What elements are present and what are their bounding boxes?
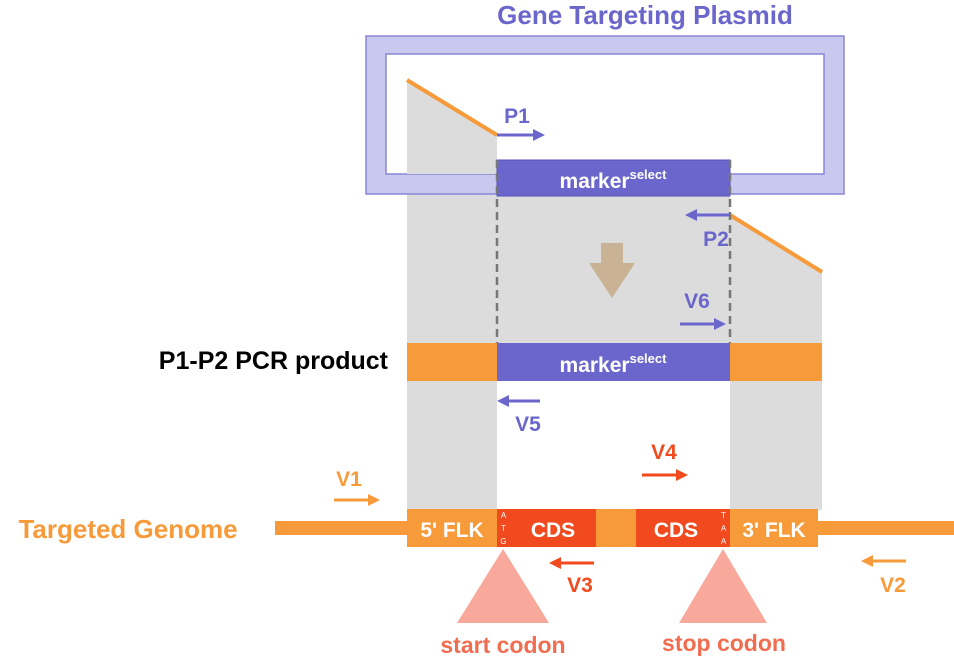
start-codon-triangle [457, 549, 549, 623]
primer-p1-label: P1 [504, 105, 530, 128]
pcr-product-label: P1-P2 PCR product [159, 347, 389, 375]
primer-v2-label: V2 [880, 574, 906, 597]
genome-flank5 [407, 509, 497, 547]
start-codon-label: start codon [440, 632, 565, 658]
primer-p1 [497, 129, 545, 141]
plasmid-arm-left [405, 78, 499, 137]
primer-v1 [334, 494, 380, 506]
plasmid-arm-right [728, 213, 824, 274]
start-codon-letter-1: A [501, 511, 507, 520]
stop-codon-letter-1: T [721, 511, 726, 520]
start-codon-letter-2: T [501, 524, 506, 533]
genome-cds-left [510, 509, 596, 547]
genome-flank5-label: 5' FLK [420, 519, 483, 542]
genome-line-right [818, 521, 954, 535]
start-codon-box [497, 509, 510, 547]
marker-base-text: marker [560, 170, 630, 193]
stop-codon-letter-2: A [721, 524, 727, 533]
marker-superscript-text: select [630, 167, 668, 182]
pcr-flank-right [730, 343, 822, 381]
pcr-marker-label: markerselect [560, 351, 668, 377]
pcr-marker-base-text: marker [560, 354, 630, 377]
stop-codon-letter-3: A [721, 537, 727, 546]
genome-line-left [275, 521, 407, 535]
genome-cds-right-label: CDS [654, 519, 698, 542]
genome-cds-right [636, 509, 717, 547]
stop-codon-label: stop codon [662, 630, 786, 656]
plasmid-marker-label: markerselect [560, 167, 668, 193]
primer-v3 [549, 557, 594, 569]
plasmid-backbone [365, 35, 845, 195]
primer-p2 [685, 209, 730, 221]
stop-codon-box [717, 509, 730, 547]
primer-v2 [861, 555, 906, 567]
pcr-flank-left [407, 343, 497, 381]
primer-v3-label: V3 [567, 574, 593, 597]
primer-v4-label: V4 [651, 441, 677, 464]
plasmid-title: Gene Targeting Plasmid [497, 0, 793, 30]
primer-v5 [497, 395, 540, 407]
start-codon-letter-3: G [500, 537, 506, 546]
primer-v4 [642, 469, 688, 481]
stop-codon-triangle [679, 549, 767, 623]
genome-flank3 [730, 509, 818, 547]
down-arrow-icon [589, 243, 635, 298]
primer-v6 [680, 318, 726, 330]
plasmid-marker-box [496, 159, 731, 197]
genome-flank3-label: 3' FLK [742, 519, 805, 542]
genome-cds-left-label: CDS [531, 519, 575, 542]
pcr-marker-superscript-text: select [630, 351, 668, 366]
primer-p2-label: P2 [703, 228, 729, 251]
genome-intron [596, 509, 636, 547]
plasmid-shade-left [407, 80, 497, 174]
primer-v6-label: V6 [684, 290, 710, 313]
primer-v1-label: V1 [336, 468, 362, 491]
genome-label: Targeted Genome [18, 514, 237, 544]
pcr-marker-box [497, 343, 730, 381]
primer-v5-label: V5 [515, 413, 541, 436]
